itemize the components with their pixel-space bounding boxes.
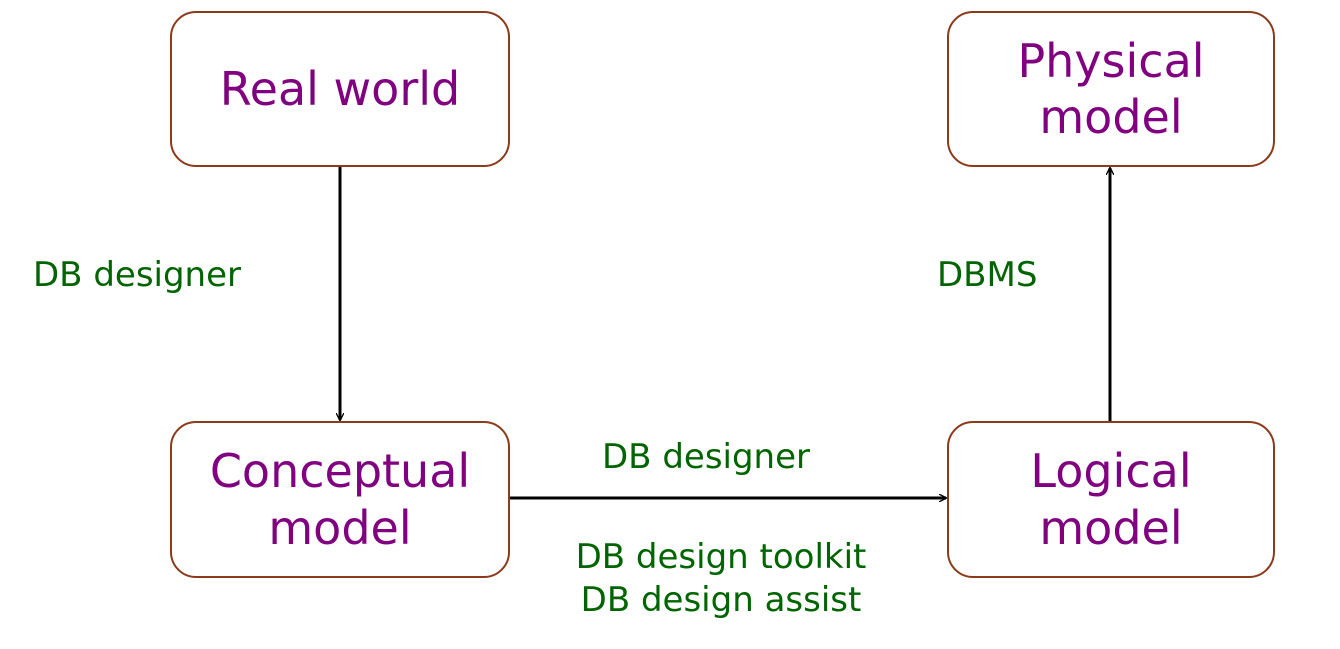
edge-label-real-to-conceptual: DB designer — [33, 255, 242, 295]
physical-model-label: Physical model — [1017, 33, 1205, 144]
conceptual-model-label: Conceptual model — [209, 444, 471, 555]
logical-model-node: Logical model — [947, 421, 1275, 578]
physical-model-node: Physical model — [947, 11, 1275, 167]
conceptual-model-node: Conceptual model — [170, 421, 510, 578]
logical-model-label: Logical model — [1030, 444, 1192, 555]
real-world-node: Real world — [170, 11, 510, 167]
edge-label-logical-to-physical: DBMS — [937, 255, 1038, 295]
real-world-label: Real world — [219, 61, 461, 116]
edge-label-conceptual-to-logical-bottom: DB design toolkit DB design assist — [575, 537, 867, 620]
edge-label-conceptual-to-logical-top: DB designer — [602, 437, 811, 477]
